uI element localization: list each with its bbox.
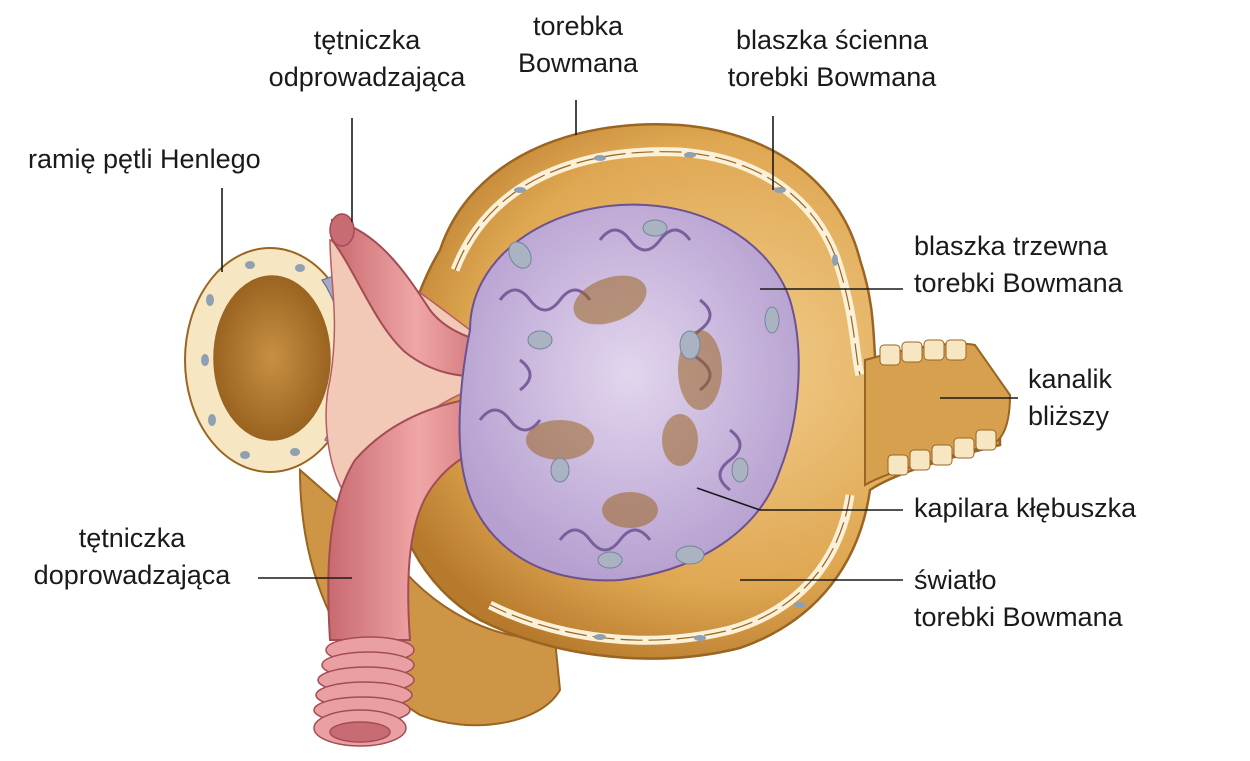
henle-loop-lumen bbox=[213, 275, 331, 441]
label-lumen-line2: torebki Bowmana bbox=[914, 602, 1123, 632]
label-bowman-lumen: światło torebki Bowmana bbox=[914, 562, 1123, 636]
label-efferent-arteriole: tętniczka odprowadzająca bbox=[252, 22, 482, 96]
label-proximal-line2: bliższy bbox=[1028, 401, 1110, 431]
label-visceral-line2: torebki Bowmana bbox=[914, 268, 1123, 298]
label-henle-line1: ramię pętli Henlego bbox=[28, 144, 261, 174]
label-capsule-line2: Bowmana bbox=[517, 48, 639, 78]
label-afferent-line1: tętniczka bbox=[78, 523, 186, 553]
label-efferent-line1: tętniczka bbox=[313, 25, 421, 55]
glomerulus bbox=[458, 203, 800, 582]
label-henle-limb: ramię pętli Henlego bbox=[28, 141, 261, 178]
podocyte-nuclei bbox=[508, 219, 780, 569]
label-afferent-arteriole: tętniczka doprowadzająca bbox=[12, 520, 252, 594]
label-visceral-line1: blaszka trzewna bbox=[914, 231, 1108, 261]
label-bowman-capsule: torebka Bowmana bbox=[498, 8, 658, 82]
proximal-tubule-cells bbox=[879, 339, 997, 476]
label-glomerular-capillary: kapilara kłębuszka bbox=[914, 490, 1136, 527]
parietal-layer-line-outline bbox=[454, 151, 861, 376]
label-efferent-line2: odprowadzająca bbox=[268, 62, 466, 92]
leader-lines bbox=[221, 100, 1018, 581]
label-capsule-line1: torebka bbox=[532, 11, 624, 41]
henle-nuclei bbox=[201, 261, 305, 459]
label-parietal-line1: blaszka ścienna bbox=[735, 25, 929, 55]
capsule-lower-wall-outline bbox=[489, 494, 851, 641]
label-parietal-layer: blaszka ścienna torebki Bowmana bbox=[700, 22, 964, 96]
label-proximal-tubule: kanalik bliższy bbox=[1028, 361, 1112, 435]
label-afferent-line2: doprowadzająca bbox=[33, 560, 231, 590]
label-proximal-line1: kanalik bbox=[1028, 364, 1113, 394]
leader-capillary bbox=[696, 487, 761, 511]
label-visceral-layer: blaszka trzewna torebki Bowmana bbox=[914, 228, 1123, 302]
parietal-nuclei bbox=[514, 152, 838, 641]
label-capillary-line1: kapilara kłębuszka bbox=[914, 493, 1137, 523]
afferent-opening bbox=[329, 721, 391, 743]
label-parietal-line2: torebki Bowmana bbox=[727, 62, 937, 92]
efferent-opening bbox=[329, 213, 355, 247]
label-lumen-line1: światło bbox=[914, 565, 997, 595]
